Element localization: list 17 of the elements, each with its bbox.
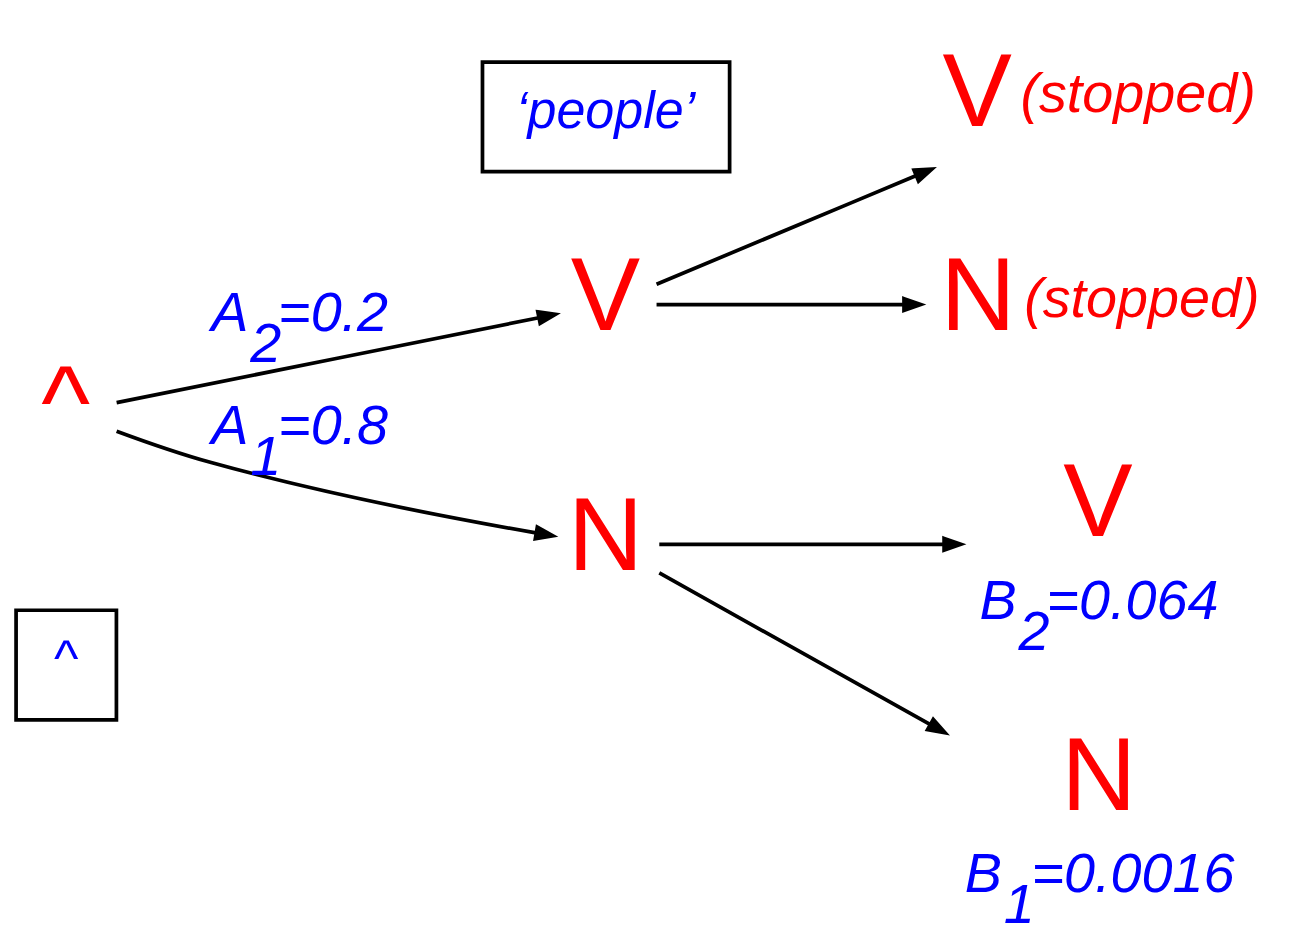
arrow (656, 296, 927, 314)
arrow (655, 166, 937, 286)
node-text: N (940, 236, 1016, 353)
node-box: ^ (14, 608, 119, 722)
node-text: N (1061, 715, 1137, 832)
arrow (658, 571, 950, 736)
node-label: (stopped) (1020, 62, 1256, 125)
node-text: V (570, 236, 641, 353)
node-box: ‘people’ (480, 60, 732, 174)
node-text: N (567, 475, 644, 592)
node-label: (stopped) (1024, 266, 1260, 329)
node-text: ^ (41, 344, 90, 460)
node-text: V (942, 31, 1012, 148)
node-text: V (1063, 442, 1133, 559)
arrow (115, 429, 559, 541)
arrow (116, 309, 561, 405)
arrow (659, 535, 967, 553)
